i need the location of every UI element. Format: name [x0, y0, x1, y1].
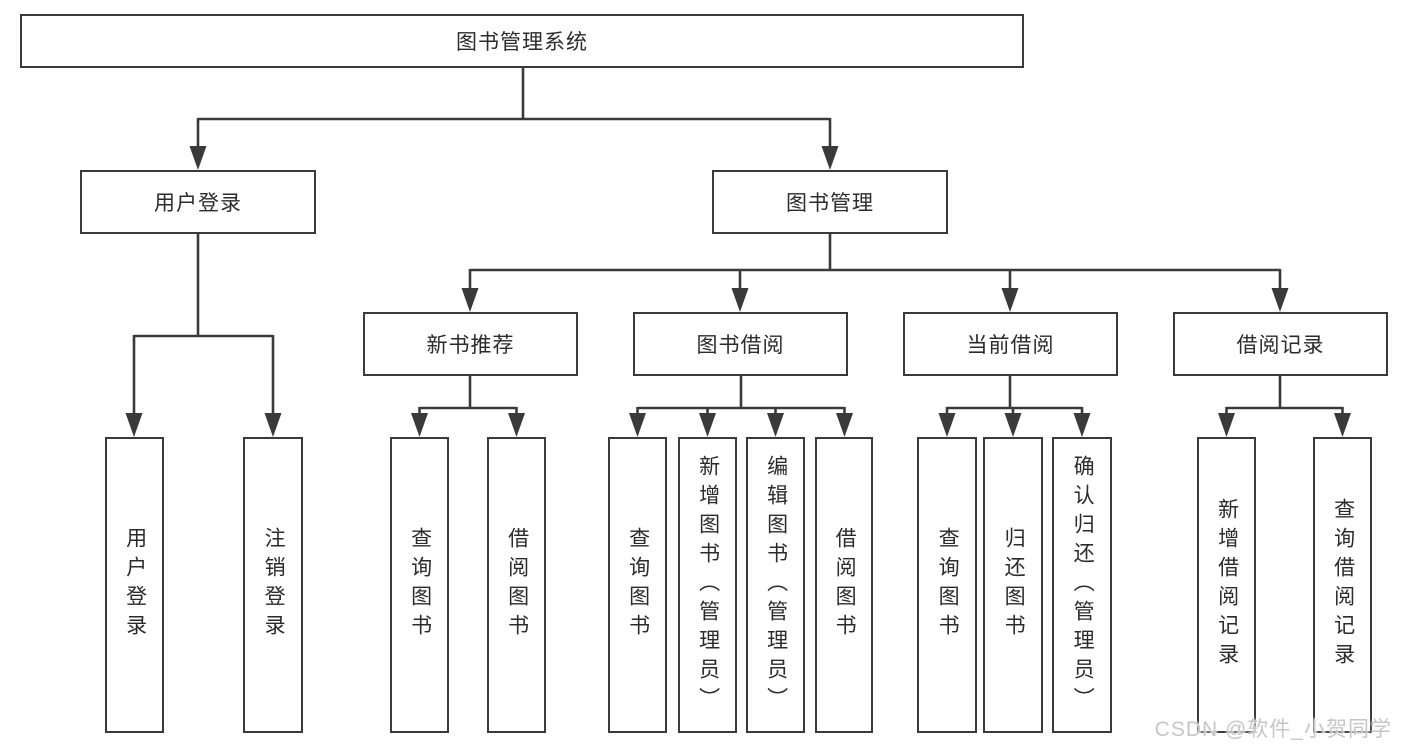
leaf-edit-book-admin: 编辑图书（管理员） [746, 437, 805, 733]
leaf-confirm-return-admin: 确认归还（管理员） [1052, 437, 1112, 733]
node-user-login: 用户登录 [80, 170, 316, 234]
wire-book-borrow-group [636, 376, 846, 418]
leaf-query-books-2-label: 查询图书 [626, 527, 650, 643]
arrow-leaf-e1 [1218, 413, 1235, 437]
arrow-leaf-d3 [1073, 413, 1091, 437]
arrow-leaf-b1 [411, 413, 428, 437]
arrow-leaf-b2 [508, 413, 525, 437]
node-new-book-recommend: 新书推荐 [363, 312, 578, 376]
wire-current-borrow-group [945, 376, 1084, 418]
wire-borrow-records-group [1225, 376, 1344, 418]
leaf-add-borrow-record-label: 新增借阅记录 [1215, 498, 1239, 672]
leaf-logout: 注销登录 [243, 437, 303, 733]
node-book-borrow-label: 图书借阅 [696, 334, 785, 357]
arrow-leaf-e2 [1334, 413, 1351, 437]
node-book-management-label: 图书管理 [786, 192, 874, 215]
arrow-leaf-c3 [767, 413, 784, 437]
leaf-borrow-books-2: 借阅图书 [815, 437, 873, 733]
leaf-borrow-books-2-label: 借阅图书 [833, 527, 857, 643]
leaf-borrow-books-1-label: 借阅图书 [505, 527, 529, 643]
leaf-query-books-3: 查询图书 [917, 437, 977, 733]
node-current-borrow-label: 当前借阅 [966, 334, 1055, 357]
wire-root-to-level2 [196, 68, 832, 150]
leaf-borrow-books-1: 借阅图书 [487, 437, 546, 733]
leaf-add-book-admin: 新增图书（管理员） [678, 437, 737, 733]
node-root-label: 图书管理系统 [456, 31, 588, 54]
node-book-management: 图书管理 [712, 170, 948, 234]
leaf-return-book: 归还图书 [983, 437, 1043, 733]
arrow-leaf-d1 [938, 413, 956, 437]
node-root: 图书管理系统 [20, 14, 1024, 68]
node-current-borrow: 当前借阅 [903, 312, 1118, 376]
arrow-leaf-c1 [629, 413, 646, 437]
arrow-book-borrow [731, 288, 749, 312]
node-user-login-label: 用户登录 [154, 192, 242, 215]
arrow-current-borrow [1001, 288, 1019, 312]
leaf-edit-book-admin-label: 编辑图书（管理员） [764, 454, 788, 716]
leaf-return-book-label: 归还图书 [1002, 527, 1026, 643]
node-borrow-records-label: 借阅记录 [1236, 334, 1325, 357]
node-new-book-recommend-label: 新书推荐 [426, 334, 515, 357]
arrow-leaf-logout [264, 413, 282, 437]
arrow-borrow-records [1271, 288, 1289, 312]
node-book-borrow: 图书借阅 [633, 312, 848, 376]
leaf-query-borrow-record: 查询借阅记录 [1313, 437, 1372, 733]
leaf-query-books-1: 查询图书 [390, 437, 449, 733]
leaf-confirm-return-admin-label: 确认归还（管理员） [1071, 454, 1095, 716]
leaf-add-borrow-record: 新增借阅记录 [1197, 437, 1256, 733]
wire-user-login-group [132, 234, 275, 418]
arrow-new-book [461, 288, 479, 312]
leaf-user-login-label: 用户登录 [123, 527, 147, 643]
leaf-user-login: 用户登录 [105, 437, 164, 733]
leaf-add-book-admin-label: 新增图书（管理员） [696, 454, 720, 716]
csdn-watermark: CSDN @软件_小贺同学 [1154, 718, 1392, 741]
arrow-user-login [189, 146, 207, 170]
leaf-query-books-3-label: 查询图书 [936, 527, 960, 643]
arrow-leaf-d2 [1004, 413, 1022, 437]
wire-new-book-group [418, 376, 518, 418]
arrow-leaf-c2 [699, 413, 716, 437]
leaf-logout-label: 注销登录 [262, 527, 286, 643]
leaf-query-books-2: 查询图书 [608, 437, 667, 733]
leaf-query-books-1-label: 查询图书 [408, 527, 432, 643]
arrow-leaf-c4 [836, 413, 853, 437]
wire-book-management-group [468, 234, 1282, 294]
node-borrow-records: 借阅记录 [1173, 312, 1388, 376]
arrow-leaf-login [125, 413, 143, 437]
leaf-query-borrow-record-label: 查询借阅记录 [1331, 498, 1355, 672]
arrow-book-management [821, 146, 839, 170]
